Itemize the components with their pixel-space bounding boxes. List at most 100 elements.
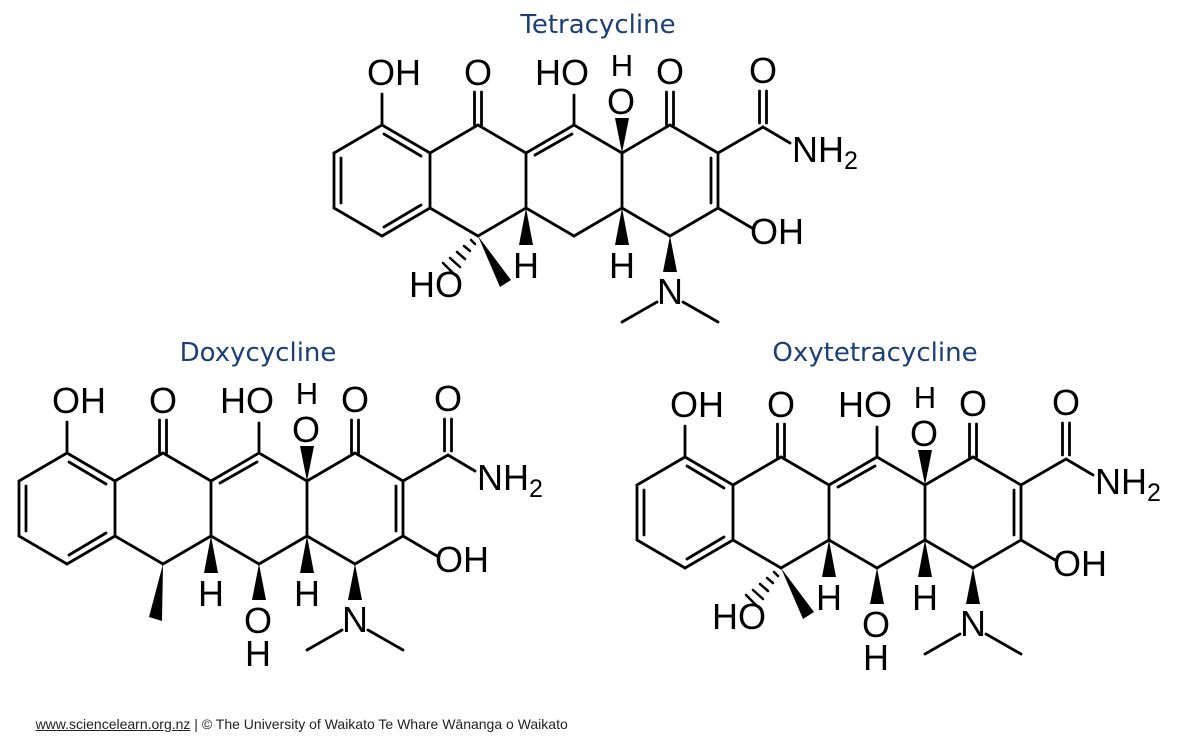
bond	[761, 125, 792, 145]
wedge-bond	[615, 118, 629, 153]
wedge-bond	[781, 568, 814, 619]
bond	[353, 534, 405, 566]
wedge-bond	[519, 208, 533, 245]
atom-label: NH2	[792, 129, 858, 175]
atom-label: O	[341, 379, 369, 420]
atom-label: H	[863, 637, 889, 678]
bond	[382, 132, 423, 158]
atom-label: H	[914, 380, 936, 415]
atom-label: H	[245, 633, 271, 674]
bond	[1064, 457, 1095, 477]
wedge-bond	[348, 564, 362, 600]
bond	[875, 538, 927, 570]
bond	[620, 123, 672, 155]
bond	[685, 464, 726, 490]
wedge-bond	[918, 450, 932, 485]
bond	[779, 538, 831, 570]
bond	[984, 632, 1023, 656]
atom-label: H	[816, 577, 842, 618]
bond	[572, 123, 624, 155]
atom-label: OH	[750, 211, 804, 252]
wedge-bond	[252, 564, 266, 600]
footer-link[interactable]: www.sciencelearn.org.nz	[35, 716, 191, 732]
bond	[971, 538, 1023, 570]
bond	[305, 451, 357, 483]
atom-label: OH	[52, 380, 106, 421]
bond	[113, 451, 165, 483]
wedge-bond	[615, 208, 629, 245]
atom-label: HO	[409, 264, 463, 305]
bond	[827, 455, 879, 487]
bond	[683, 538, 735, 570]
bond	[305, 628, 344, 652]
bond	[67, 460, 108, 486]
wedge-bond	[870, 568, 884, 604]
bond	[971, 455, 1023, 487]
bond	[779, 455, 831, 487]
bond	[681, 300, 720, 324]
atom-label: O	[656, 51, 684, 92]
wedge-bond	[300, 536, 314, 573]
bond	[366, 628, 405, 652]
bond	[257, 534, 309, 566]
bond	[635, 538, 687, 570]
bond	[401, 453, 450, 483]
atom-label: OH	[435, 539, 489, 580]
bond	[65, 534, 117, 566]
bond	[455, 250, 467, 261]
bond	[765, 576, 775, 585]
atom-label: O	[244, 600, 272, 641]
bond	[67, 531, 108, 557]
wedge-bond	[300, 446, 314, 481]
atom-label: O	[910, 413, 938, 454]
wedge-bond	[663, 236, 677, 272]
bond	[17, 451, 69, 483]
molecule-title-doxycycline: Doxycycline	[180, 338, 337, 368]
bond	[772, 570, 780, 578]
atom-label: OH	[1053, 543, 1107, 584]
atom-label: N	[960, 603, 986, 644]
bond	[923, 632, 962, 656]
atom-label: OH	[367, 52, 421, 93]
bond	[524, 206, 576, 238]
wedge-bond	[918, 540, 932, 577]
bond	[441, 261, 457, 277]
bond	[209, 451, 261, 483]
atom-label: O	[292, 409, 320, 450]
atom-label: O	[862, 604, 890, 645]
bond	[428, 123, 480, 155]
bond	[572, 206, 624, 238]
bond	[731, 538, 783, 570]
atom-label: H	[609, 245, 635, 286]
bond	[218, 460, 259, 485]
bond	[380, 123, 432, 155]
bond	[469, 238, 477, 246]
bond	[65, 451, 117, 483]
atom-label: OH	[670, 384, 724, 425]
atom-label: O	[1052, 382, 1080, 423]
atom-label: HO	[838, 384, 892, 425]
bond	[758, 582, 770, 593]
bond	[685, 535, 726, 561]
bond	[533, 132, 574, 157]
bond	[476, 123, 528, 155]
bond	[875, 455, 927, 487]
atom-label: NH2	[477, 457, 543, 503]
bond	[620, 300, 659, 324]
bond	[716, 206, 754, 230]
atom-label: H	[513, 245, 539, 286]
wedge-bond	[204, 536, 218, 573]
bond	[731, 455, 783, 487]
atom-label: HO	[712, 596, 766, 637]
bond	[923, 455, 975, 487]
bond	[161, 451, 213, 483]
atom-label: N	[657, 271, 683, 312]
wedge-bond	[822, 540, 836, 577]
bond	[620, 206, 672, 238]
bond	[1019, 538, 1057, 562]
atom-label: N	[342, 599, 368, 640]
wedge-bond	[149, 564, 163, 621]
